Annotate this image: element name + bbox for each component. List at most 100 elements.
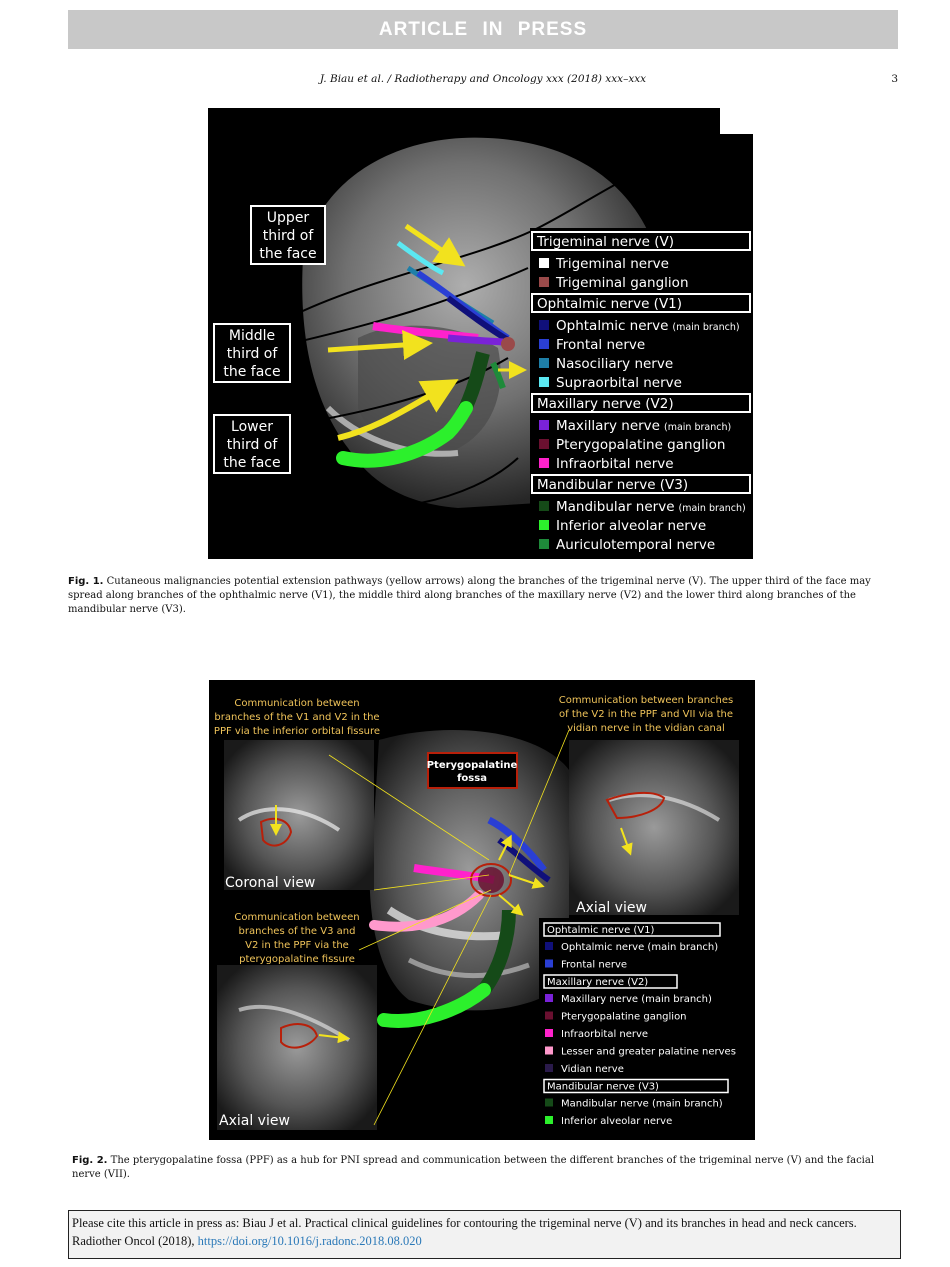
legend-swatch [539, 320, 549, 330]
journal-reference: J. Biau et al. / Radiotherapy and Oncolo… [68, 73, 898, 85]
svg-text:Infraorbital nerve: Infraorbital nerve [561, 1029, 648, 1040]
svg-text:Trigeminal nerve (V): Trigeminal nerve (V) [536, 234, 674, 250]
svg-text:Vidian nerve: Vidian nerve [561, 1064, 624, 1075]
legend-swatch [539, 520, 549, 530]
svg-text:fossa: fossa [457, 773, 487, 784]
legend-item: Infraorbital nerve [539, 456, 674, 472]
legend-swatch [545, 942, 553, 950]
svg-text:of the V2 in the PPF and VII v: of the V2 in the PPF and VII via the [559, 709, 733, 720]
legend-swatch [539, 439, 549, 449]
svg-text:V2 in the PPF via the: V2 in the PPF via the [245, 940, 349, 951]
legend-swatch [545, 960, 553, 968]
axial-inset-right [569, 740, 739, 915]
legend-item: Pterygopalatine ganglion [539, 437, 725, 453]
figure-1-caption-text: Cutaneous malignancies potential extensi… [68, 576, 871, 615]
legend-swatch [539, 539, 549, 549]
svg-text:Trigeminal nerve: Trigeminal nerve [555, 256, 669, 272]
legend-item: Auriculotemporal nerve [539, 537, 715, 553]
svg-text:Communication between: Communication between [234, 912, 359, 923]
legend-swatch [539, 339, 549, 349]
svg-text:Nasociliary nerve: Nasociliary nerve [556, 356, 673, 372]
ppf-box: Pterygopalatine fossa [427, 753, 518, 788]
legend-header-1: Ophtalmic nerve (V1) [532, 294, 750, 312]
svg-text:third of: third of [263, 228, 315, 244]
svg-text:Mandibular nerve (V3): Mandibular nerve (V3) [537, 477, 688, 493]
legend-header-0: Trigeminal nerve (V) [532, 232, 750, 250]
svg-text:Pterygopalatine ganglion: Pterygopalatine ganglion [561, 1012, 687, 1023]
annotation-v2-vii: Communication between branches of the V2… [559, 695, 734, 734]
svg-text:Mandibular nerve (V3): Mandibular nerve (V3) [547, 1082, 659, 1093]
svg-text:Ophtalmic nerve (main branch): Ophtalmic nerve (main branch) [561, 942, 718, 953]
citation-box: Please cite this article in press as: Bi… [68, 1210, 901, 1259]
figure-2-illustration: Coronal view Axial view Axial view C [209, 680, 755, 1140]
svg-text:Mandibular nerve (main branch): Mandibular nerve (main branch) [561, 1099, 723, 1110]
svg-text:Inferior alveolar nerve: Inferior alveolar nerve [556, 518, 706, 534]
figure-2-caption-label: Fig. 2. [72, 1155, 107, 1166]
svg-text:branches of the V3 and: branches of the V3 and [239, 926, 356, 937]
doi-link[interactable]: https://doi.org/10.1016/j.radonc.2018.08… [198, 1234, 422, 1248]
view-axial-right: Axial view [576, 900, 647, 916]
svg-text:Lower: Lower [231, 419, 273, 435]
legend-item: Trigeminal ganglion [539, 275, 689, 291]
legend-header-2: Maxillary nerve (V2) [532, 394, 750, 412]
svg-text:Infraorbital nerve: Infraorbital nerve [556, 456, 674, 472]
legend-swatch [545, 1029, 553, 1037]
svg-text:Supraorbital nerve: Supraorbital nerve [556, 375, 682, 391]
svg-text:vidian nerve in the vidian can: vidian nerve in the vidian canal [567, 723, 725, 734]
legend-swatch [539, 377, 549, 387]
figure-1-caption: Fig. 1. Cutaneous malignancies potential… [68, 575, 898, 617]
svg-text:Maxillary nerve (V2): Maxillary nerve (V2) [547, 977, 648, 988]
page-number: 3 [891, 73, 898, 85]
svg-text:Communication between: Communication between [234, 698, 359, 709]
citation-text: Please cite this article in press as: Bi… [72, 1216, 857, 1248]
legend-swatch [539, 501, 549, 511]
svg-text:Middle: Middle [229, 328, 275, 344]
face-label-upper: Upper third of the face [251, 206, 325, 264]
legend-swatch [545, 1012, 553, 1020]
face-label-lower: Lower third of the face [214, 415, 290, 473]
figure-1: Upper third of the face Middle third of … [208, 108, 753, 559]
legend-item: Inferior alveolar nerve [545, 1116, 672, 1127]
svg-text:Pterygopalatine ganglion: Pterygopalatine ganglion [556, 437, 725, 453]
svg-text:Ophtalmic nerve (V1): Ophtalmic nerve (V1) [547, 925, 655, 936]
legend-item: Mandibular nerve (main branch) [545, 1099, 723, 1110]
v2-main [448, 338, 503, 342]
svg-text:Trigeminal ganglion: Trigeminal ganglion [555, 275, 689, 291]
face-label-middle: Middle third of the face [214, 324, 290, 382]
svg-text:PPF via the inferior orbital f: PPF via the inferior orbital fissure [214, 726, 380, 737]
figure-2: Coronal view Axial view Axial view C [209, 680, 755, 1140]
legend-item: Maxillary nerve (main branch) [545, 994, 712, 1005]
legend-swatch [539, 358, 549, 368]
svg-text:the face: the face [223, 455, 280, 471]
legend-swatch [539, 420, 549, 430]
legend-header-3: Mandibular nerve (V3) [532, 475, 750, 493]
view-coronal: Coronal view [225, 875, 315, 891]
svg-text:third of: third of [227, 346, 279, 362]
legend-header-2: Mandibular nerve (V3) [544, 1080, 728, 1093]
legend-swatch [539, 277, 549, 287]
annotation-v1-v2: Communication between branches of the V1… [214, 698, 380, 737]
figure-1-illustration: Upper third of the face Middle third of … [208, 108, 753, 559]
svg-text:third of: third of [227, 437, 279, 453]
legend-swatch [545, 1099, 553, 1107]
svg-text:Pterygopalatine: Pterygopalatine [427, 760, 518, 771]
legend-item: Lesser and greater palatine nerves [545, 1047, 736, 1058]
svg-text:branches of the V1 and V2 in t: branches of the V1 and V2 in the [214, 712, 379, 723]
figure-1-caption-label: Fig. 1. [68, 576, 103, 587]
legend-swatch [545, 994, 553, 1002]
svg-text:Upper: Upper [267, 210, 310, 226]
svg-text:the face: the face [259, 246, 316, 262]
legend-swatch [545, 1047, 553, 1055]
legend-swatch [539, 258, 549, 268]
svg-text:Maxillary nerve (main branch): Maxillary nerve (main branch) [561, 994, 712, 1005]
legend-swatch [545, 1064, 553, 1072]
figure-2-caption-text: The pterygopalatine fossa (PPF) as a hub… [72, 1155, 874, 1180]
legend-item: Ophtalmic nerve (main branch) [545, 942, 718, 953]
legend-item: Trigeminal nerve [539, 256, 669, 272]
svg-text:Auriculotemporal nerve: Auriculotemporal nerve [556, 537, 715, 553]
svg-text:Maxillary nerve (V2): Maxillary nerve (V2) [537, 396, 674, 412]
legend-header-0: Ophtalmic nerve (V1) [544, 923, 720, 936]
legend-item: Supraorbital nerve [539, 375, 682, 391]
view-axial-left: Axial view [219, 1113, 290, 1129]
svg-text:Inferior alveolar nerve: Inferior alveolar nerve [561, 1116, 672, 1127]
